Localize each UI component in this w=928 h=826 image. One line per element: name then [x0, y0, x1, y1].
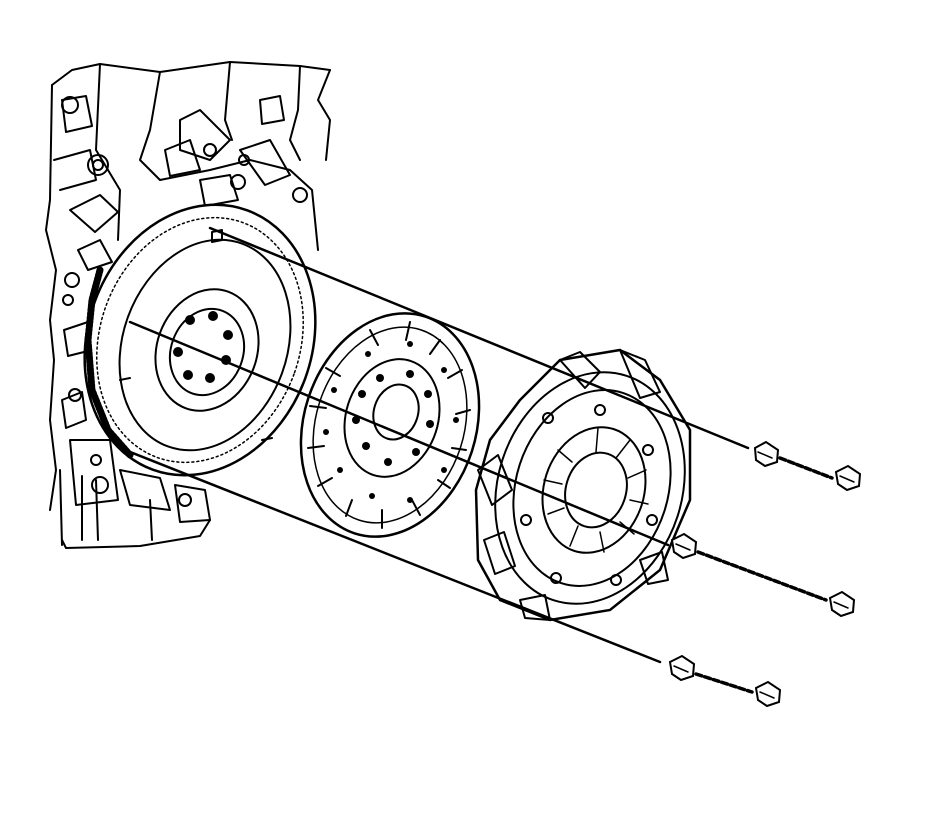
alignment-lines [118, 226, 750, 664]
bolt-middle-far [828, 590, 856, 618]
pressure-plate-tabs [477, 349, 669, 621]
pressure-plate [474, 348, 692, 622]
engine-block [45, 61, 331, 549]
clutch-disc [299, 312, 481, 538]
flywheel-bolt-holes [173, 311, 233, 383]
bolt-middle-near [670, 532, 828, 602]
bolt-upper-far [834, 464, 862, 492]
clutch-disc-rivets [323, 341, 459, 503]
bolt-lower-far [754, 680, 782, 708]
pressure-plate-holes [520, 404, 658, 586]
clutch-disc-segments [307, 321, 471, 529]
bolt-lower-near [668, 654, 754, 694]
engine-block-holes [61, 96, 308, 507]
flywheel [83, 203, 317, 477]
bolt-upper-near [753, 440, 834, 480]
